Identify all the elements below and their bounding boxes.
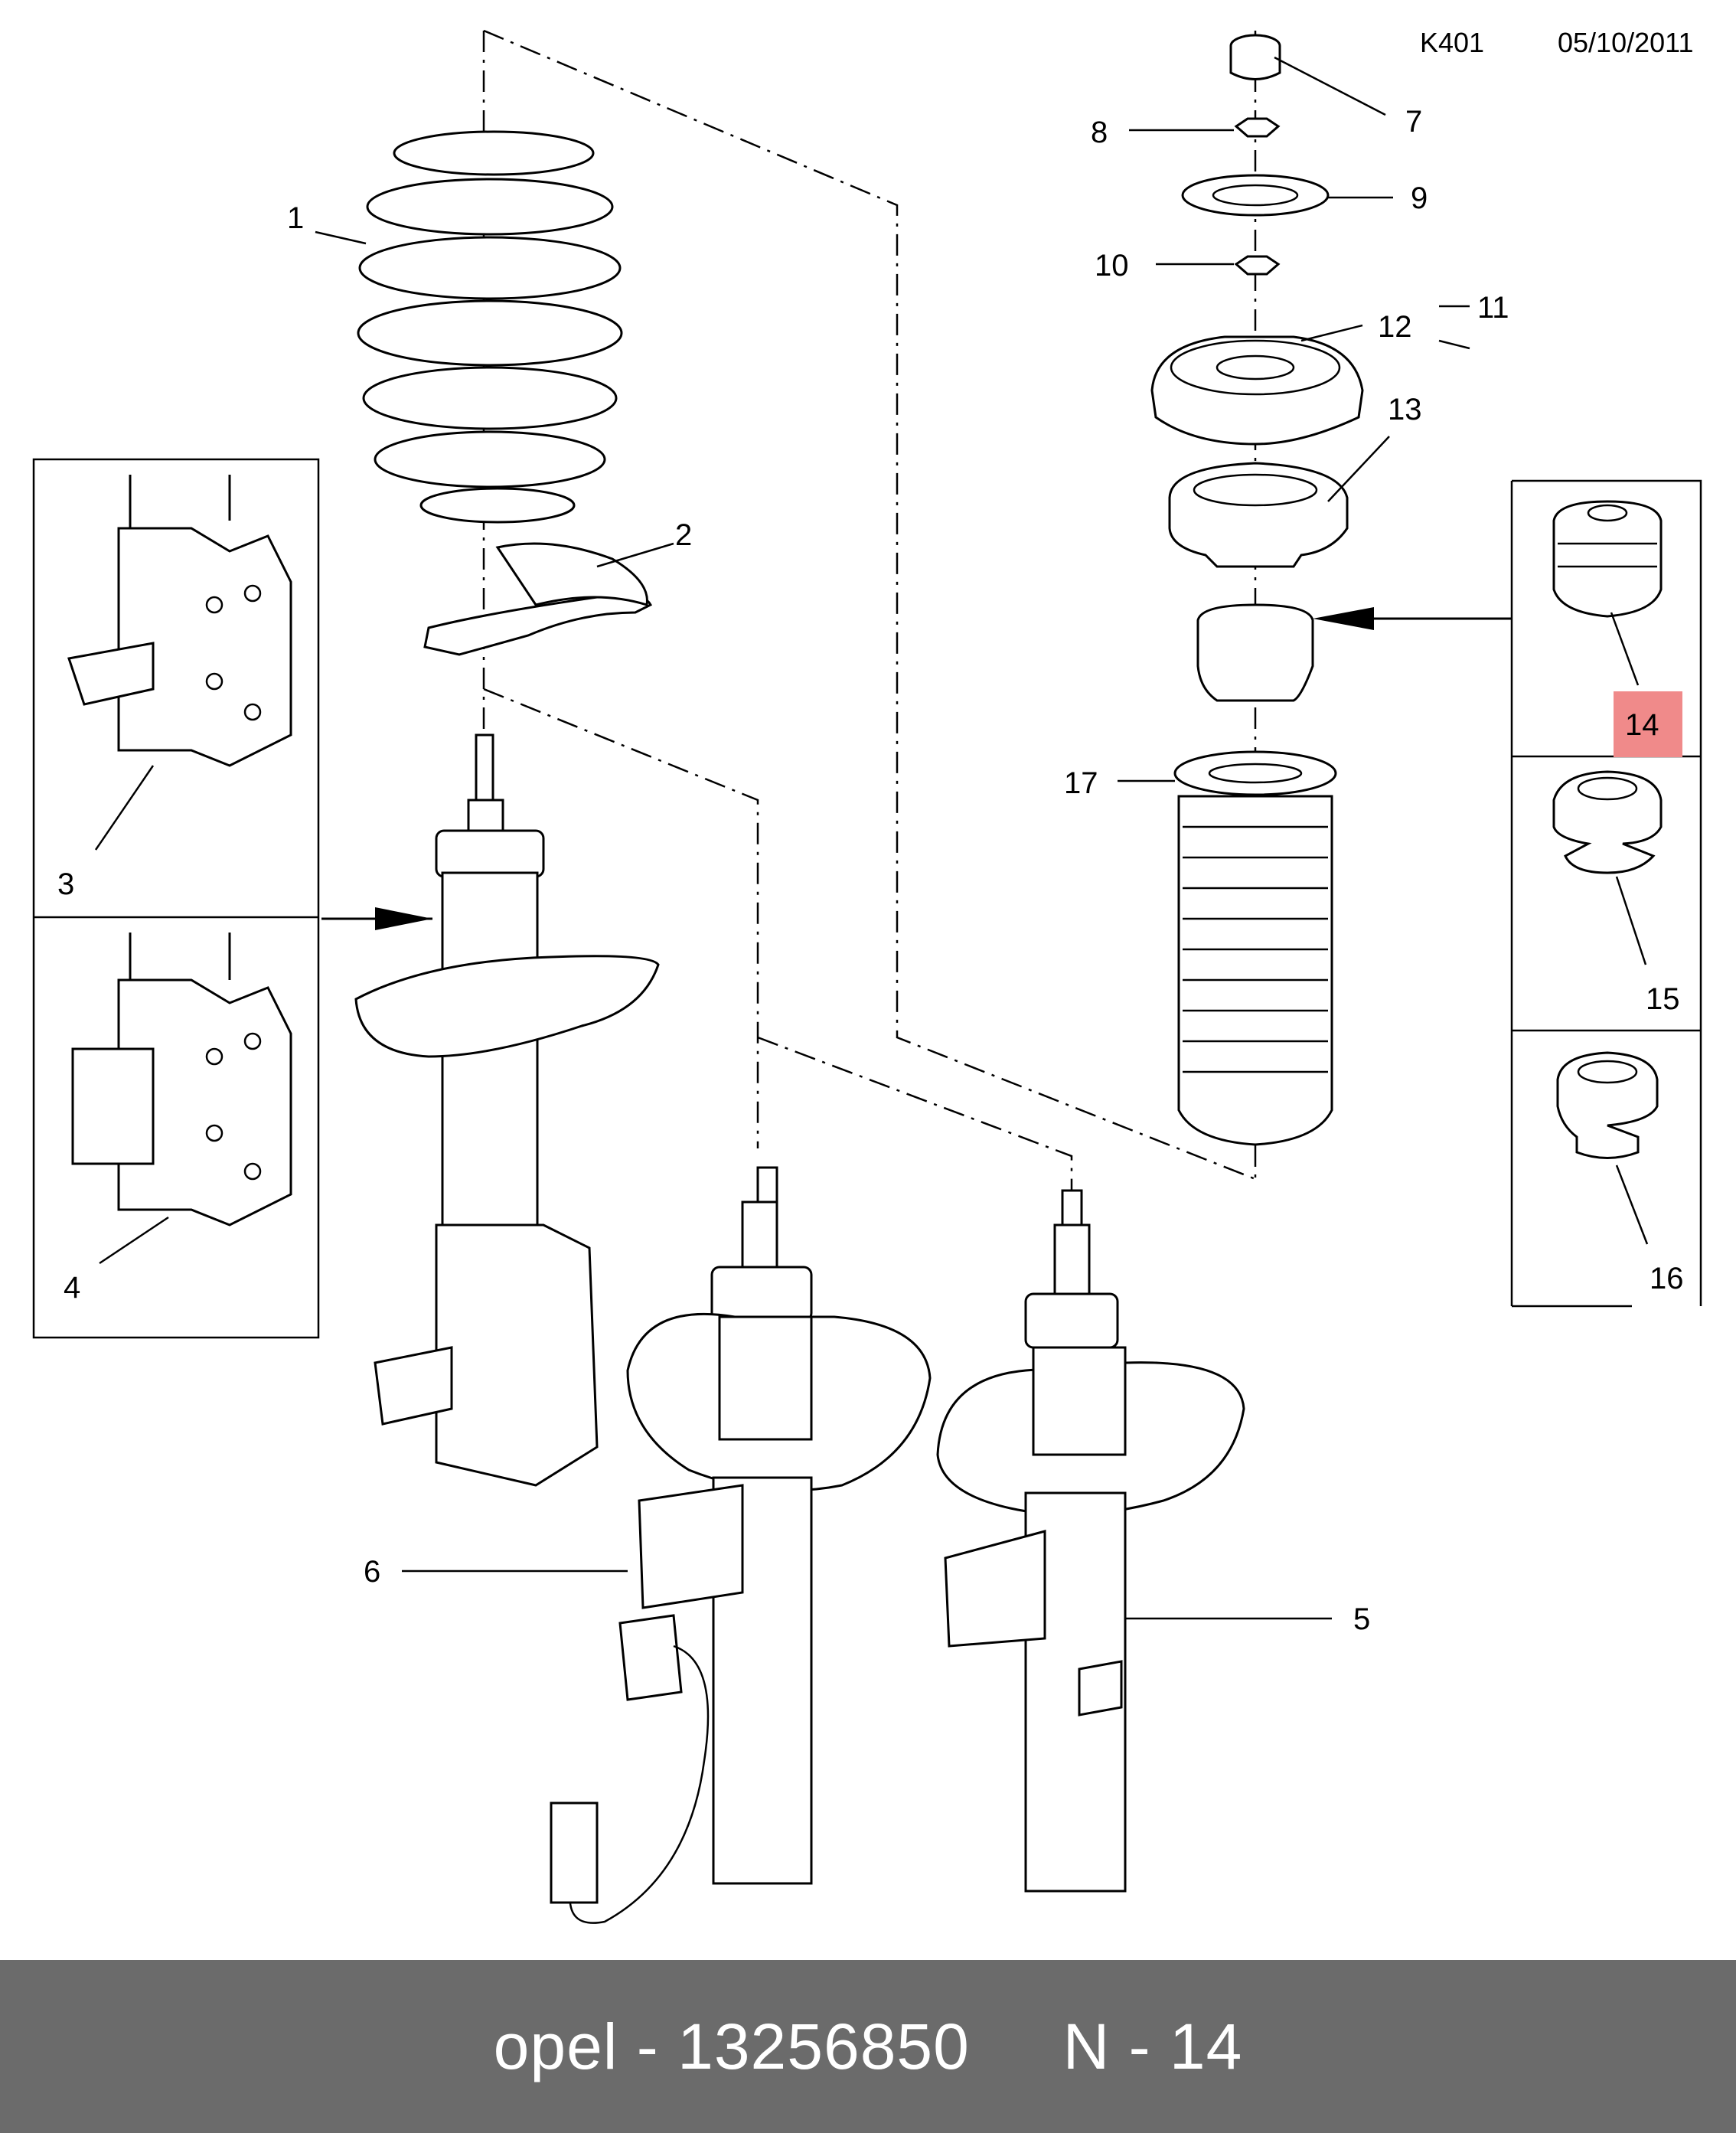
- coil-spring-part: [357, 130, 623, 524]
- callout-14: 14: [1625, 708, 1659, 742]
- callout-3: 3: [57, 867, 74, 901]
- footer-brand: opel: [493, 2010, 618, 2082]
- callout-15: 15: [1646, 982, 1680, 1016]
- spring-seat-part: [423, 542, 653, 656]
- callout-1: 1: [287, 201, 304, 235]
- strut-right-part: [936, 1189, 1245, 1893]
- callout-16: 16: [1650, 1262, 1684, 1295]
- upper-mount-stack: [1150, 34, 1364, 1146]
- callout-8: 8: [1091, 116, 1108, 149]
- footer-part-number: 13256850: [677, 2010, 970, 2082]
- callout-7: 7: [1405, 105, 1422, 139]
- footer-ref-prefix: N: [1062, 2010, 1111, 2082]
- exploded-parts-diagram: K401 05/10/2011: [32, 27, 1702, 1924]
- callout-13: 13: [1388, 393, 1422, 426]
- strut-left-part: [550, 1166, 932, 1924]
- highlight-box-14: [1614, 691, 1682, 757]
- callout-12: 12: [1378, 310, 1412, 344]
- footer-ref-number: 14: [1169, 2010, 1243, 2082]
- diagram-code: K401: [1420, 27, 1484, 58]
- strut-assembly-part: [354, 733, 660, 1487]
- footer-separator-2: -: [1128, 2010, 1151, 2082]
- bracket-inset-box: [32, 458, 320, 1339]
- callout-11: 11: [1477, 291, 1509, 325]
- callout-2: 2: [675, 518, 692, 552]
- footer-separator-1: -: [636, 2010, 659, 2082]
- diagram-date: 05/10/2011: [1558, 27, 1694, 58]
- callout-6: 6: [364, 1555, 380, 1589]
- callout-10: 10: [1095, 249, 1129, 283]
- callout-4: 4: [64, 1271, 80, 1305]
- part-number-footer: opel - 13256850 N - 14: [0, 1960, 1736, 2133]
- callout-9: 9: [1411, 181, 1428, 215]
- callout-5: 5: [1353, 1602, 1370, 1636]
- bump-stop-inset-box: [1510, 479, 1702, 1308]
- callout-17: 17: [1064, 766, 1098, 800]
